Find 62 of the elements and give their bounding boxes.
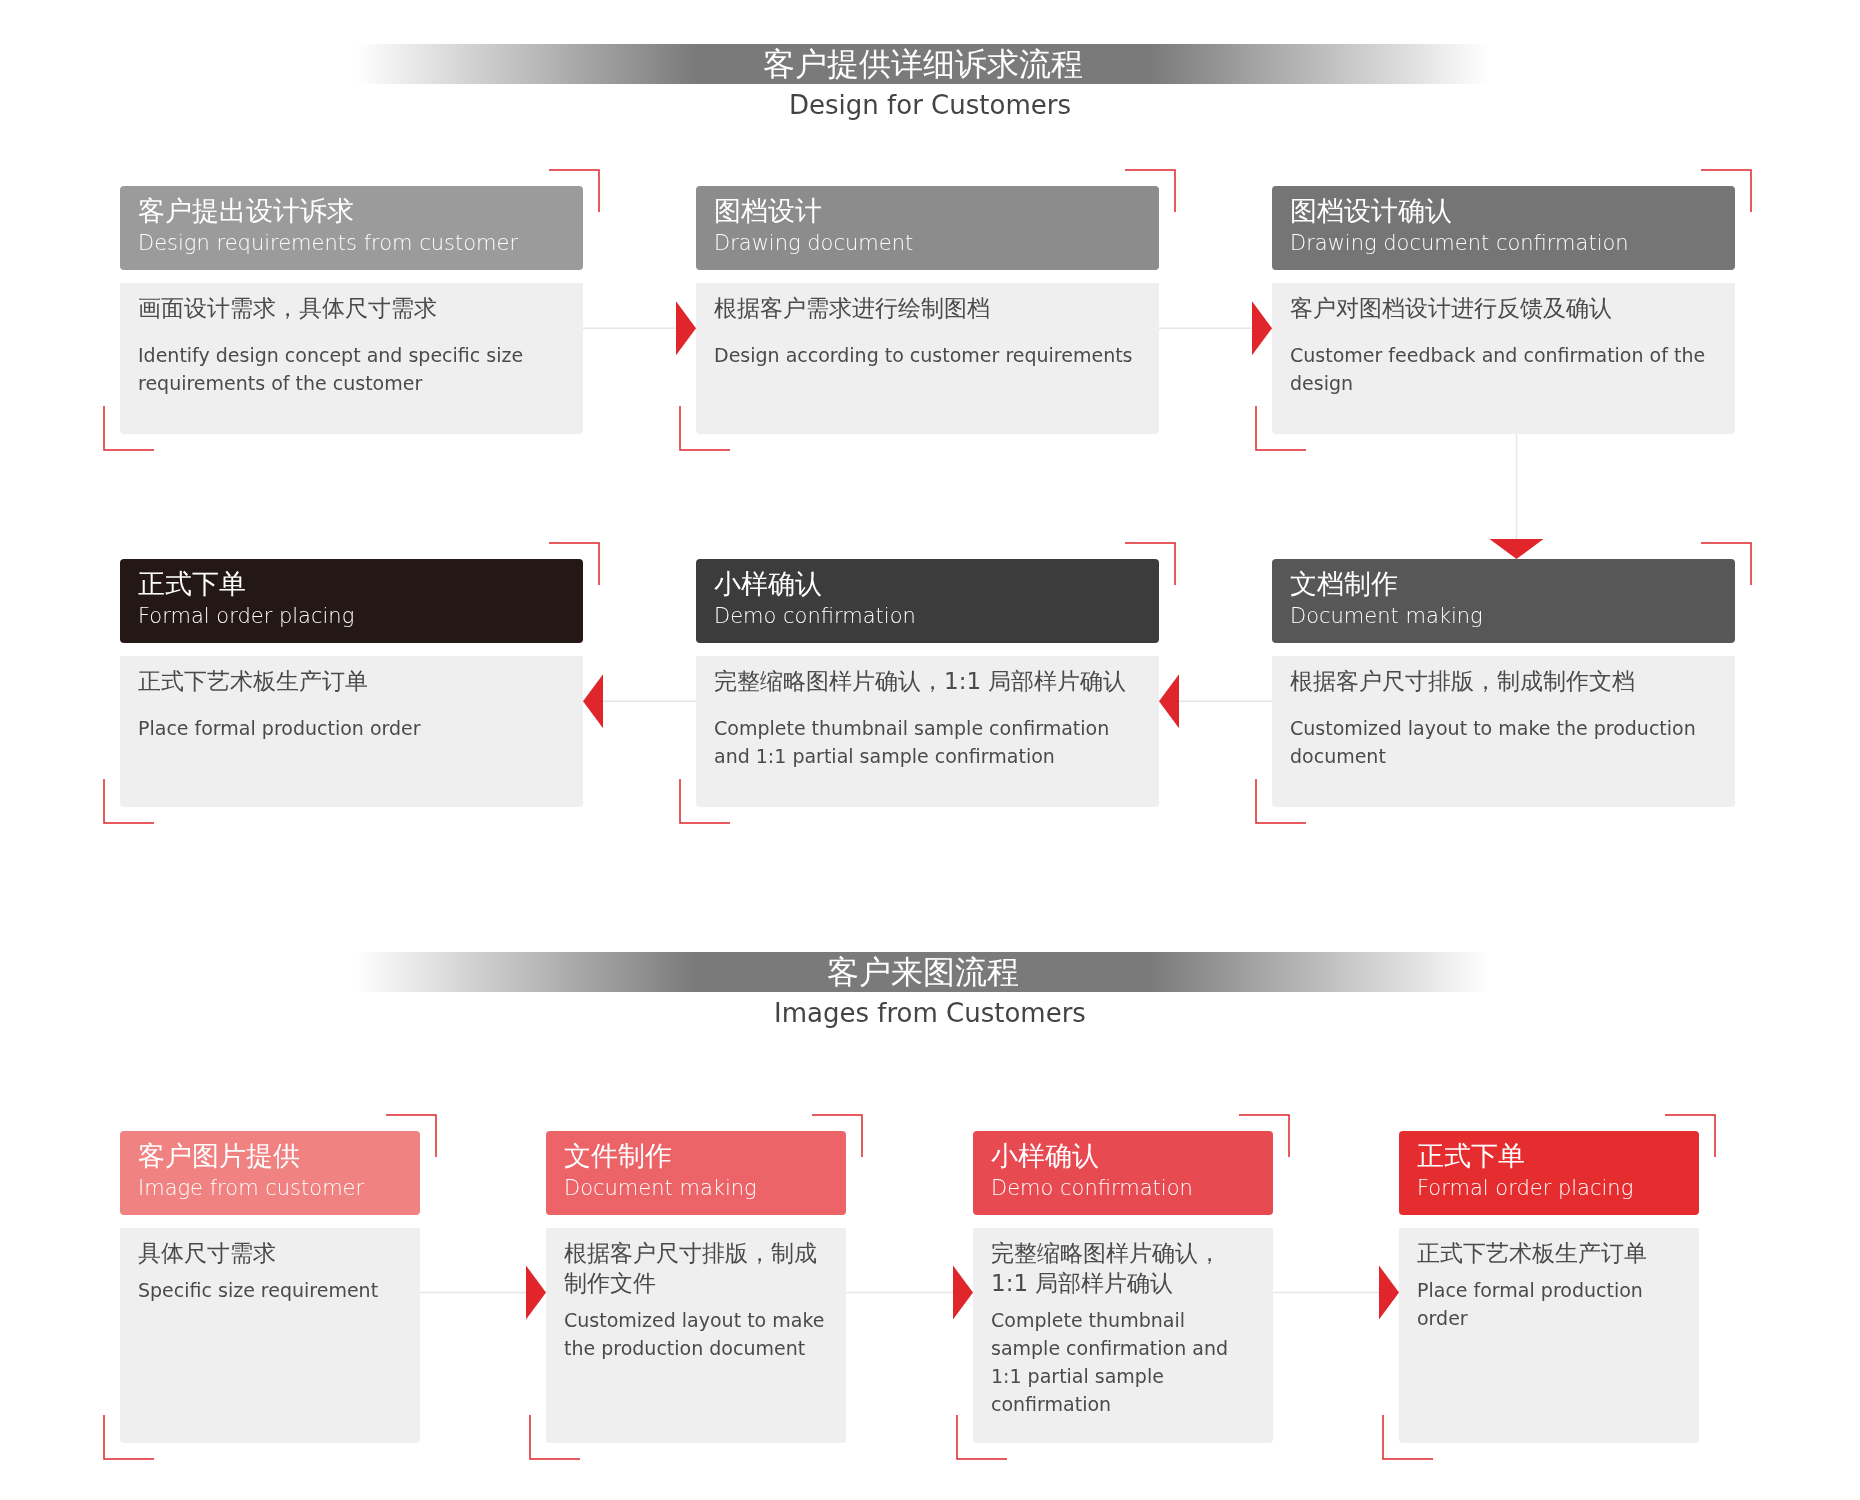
body-text: 完整缩略图样片确认，1:1 局部样片确认 bbox=[991, 1239, 1222, 1298]
subtitle-text: Demo confirmation bbox=[991, 1175, 1194, 1202]
body-text: Place formal production order bbox=[138, 716, 422, 741]
process-card bbox=[120, 186, 583, 434]
subtitle-text: Drawing document bbox=[714, 230, 915, 257]
arrow bbox=[582, 301, 697, 356]
process-card bbox=[1272, 186, 1735, 434]
body-text: Customized layout to make the production document bbox=[1290, 716, 1697, 769]
body-text: Complete thumbnail sample confirmation and 1:1 partial sample confirmation bbox=[714, 716, 1111, 769]
title-text: 文件制作 bbox=[564, 1139, 673, 1173]
body-text: Specific size requirement bbox=[138, 1278, 380, 1303]
process-card bbox=[546, 1131, 846, 1443]
body-text: 画面设计需求，具体尺寸需求 bbox=[138, 294, 438, 323]
arrow bbox=[1158, 301, 1273, 356]
subtitle-text: Document making bbox=[1290, 603, 1484, 630]
subtitle-text: Demo confirmation bbox=[714, 603, 917, 630]
heading-text: 客户提供详细诉求流程 bbox=[762, 44, 1084, 84]
body-text: 根据客户尺寸排版，制成制作文件 bbox=[564, 1239, 818, 1298]
process-card bbox=[120, 1131, 420, 1443]
subtitle-text: Drawing document confirmation bbox=[1290, 230, 1630, 257]
subtitle-text: Design for Customers bbox=[788, 90, 1072, 120]
body-text: 根据客户尺寸排版，制成制作文档 bbox=[1290, 667, 1636, 696]
title-text: 小样确认 bbox=[991, 1139, 1100, 1173]
title-text: 正式下单 bbox=[1417, 1139, 1526, 1173]
subtitle-text: Document making bbox=[564, 1175, 758, 1202]
title-text: 客户图片提供 bbox=[138, 1139, 301, 1173]
title-text: 图档设计确认 bbox=[1290, 194, 1453, 228]
process-card bbox=[973, 1131, 1273, 1443]
subtitle-text: Formal order placing bbox=[138, 603, 356, 630]
arrow bbox=[845, 1265, 974, 1320]
subtitle-text: Image from customer bbox=[138, 1175, 366, 1202]
body-text: Identify design concept and specific size requirements of the customer bbox=[138, 343, 525, 396]
body-text: 正式下艺术板生产订单 bbox=[1417, 1239, 1648, 1268]
process-card bbox=[696, 186, 1159, 434]
heading-text: 客户来图流程 bbox=[826, 952, 1020, 992]
title-text: 文档制作 bbox=[1290, 567, 1399, 601]
title-text: 图档设计 bbox=[714, 194, 823, 228]
process-card bbox=[1399, 1131, 1699, 1443]
body-text: 根据客户需求进行绘制图档 bbox=[714, 294, 991, 323]
body-text: 具体尺寸需求 bbox=[138, 1239, 277, 1268]
title-text: 客户提出设计诉求 bbox=[138, 194, 355, 228]
arrow bbox=[1272, 1265, 1400, 1320]
subtitle-text: Images from Customers bbox=[773, 998, 1087, 1028]
process-card bbox=[1272, 559, 1735, 807]
title-text: 小样确认 bbox=[714, 567, 823, 601]
body-text: Customer feedback and confirmation of the design bbox=[1290, 343, 1707, 396]
body-text: 完整缩略图样片确认，1:1 局部样片确认 bbox=[714, 667, 1128, 696]
body-text: 客户对图档设计进行反馈及确认 bbox=[1290, 294, 1613, 323]
arrow bbox=[419, 1265, 547, 1320]
subtitle-text: Formal order placing bbox=[1417, 1175, 1635, 1202]
arrow bbox=[1489, 433, 1544, 560]
body-text: Place formal production order bbox=[1417, 1278, 1644, 1331]
body-text: Design according to customer requirements bbox=[714, 343, 1134, 368]
title-text: 正式下单 bbox=[138, 567, 247, 601]
body-text: Complete thumbnail sample confirmation and 1:1 partial sample confirmation bbox=[991, 1308, 1229, 1417]
subtitle-text: Design requirements from customer bbox=[138, 230, 520, 257]
process-card bbox=[120, 559, 583, 807]
body-text: Customized layout to make the production document bbox=[564, 1308, 826, 1361]
body-text: 正式下艺术板生产订单 bbox=[138, 667, 369, 696]
arrow bbox=[1158, 674, 1273, 729]
arrow bbox=[582, 674, 697, 729]
process-card bbox=[696, 559, 1159, 807]
